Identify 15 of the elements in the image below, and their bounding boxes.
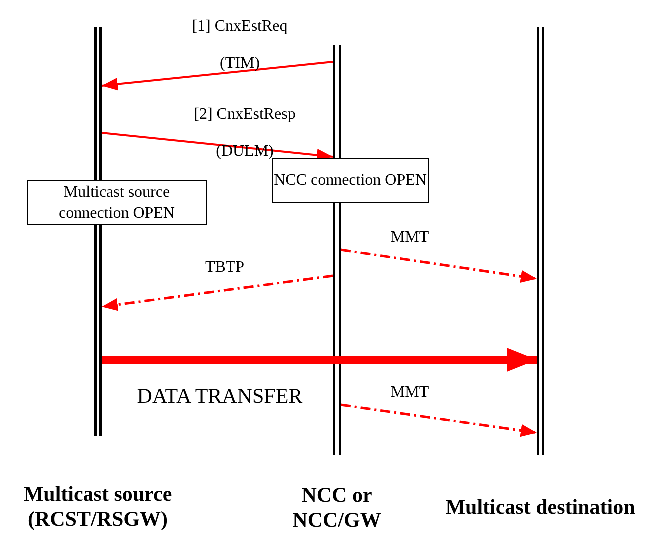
edge-label: TBTP bbox=[204, 258, 246, 278]
edge-label: [1] CnxEstReq (TIM) bbox=[191, 17, 289, 74]
message-arrow bbox=[340, 404, 538, 438]
message-arrow bbox=[102, 348, 537, 372]
participant-name: Multicast destination bbox=[444, 495, 636, 520]
message-arrow bbox=[102, 61, 334, 91]
state-box: Multicast source connection OPEN bbox=[27, 180, 207, 225]
message-arrow bbox=[102, 274, 334, 312]
edge-label: MMT bbox=[390, 383, 430, 403]
state-box: NCC connection OPEN bbox=[272, 158, 429, 203]
message-arrow bbox=[340, 248, 538, 283]
participant-name: Multicast source (RCST/RSGW) bbox=[22, 482, 174, 532]
edge-label: DATA TRANSFER bbox=[136, 383, 304, 409]
edge-label: MMT bbox=[390, 228, 430, 248]
participant-name: NCC or NCC/GW bbox=[292, 483, 382, 533]
